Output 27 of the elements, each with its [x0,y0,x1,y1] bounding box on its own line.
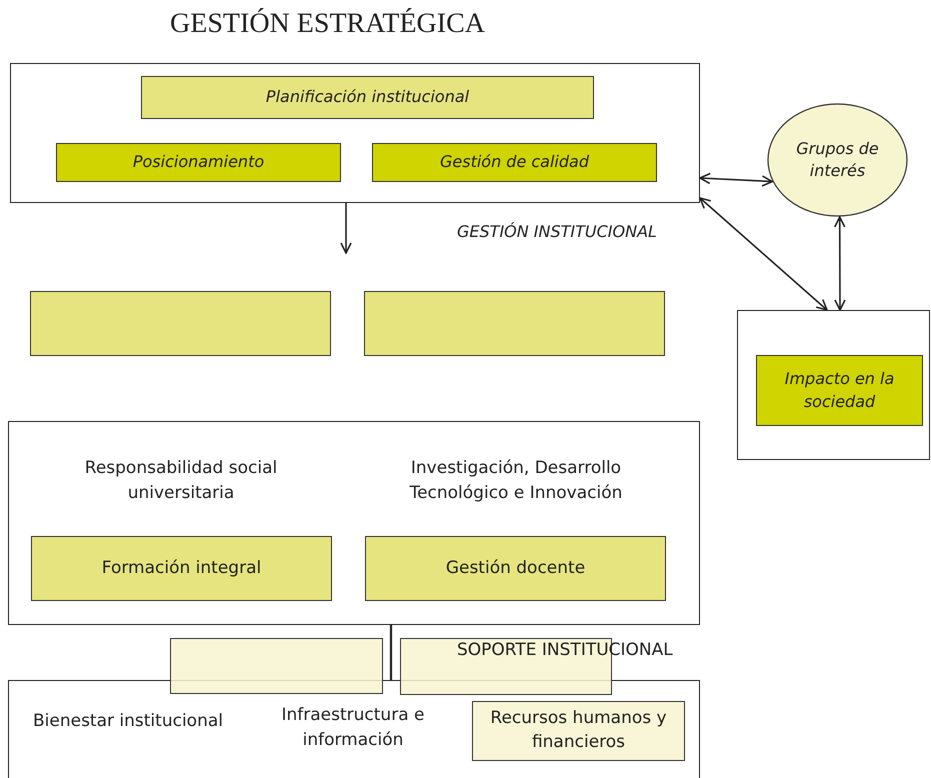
text-label: Infraestructura e información [280,704,426,752]
process-box: Posicionamiento [56,143,341,182]
process-box [364,291,665,356]
group-panel [8,680,700,778]
arrow [699,172,774,187]
text-label: Investigación, Desarrollo Tecnológico e Innovación [408,457,624,505]
process-box: Planificación institucional [141,76,594,119]
section-label: GESTIÓN INSTITUCIONAL [457,222,657,241]
diagram-title: GESTIÓN ESTRATÉGICA [170,8,485,40]
group-panel [8,421,700,625]
node-label: Grupos de interés [795,138,880,182]
stakeholder-oval [767,103,908,217]
process-box [30,291,331,356]
text-label: Bienestar institucional [32,710,224,733]
process-box: Gestión docente [365,536,666,601]
arrow [699,197,828,311]
process-box: Impacto en la sociedad [756,355,923,426]
group-panel [10,63,700,203]
process-box: Gestión de calidad [372,143,657,182]
overlay-panel: Recursos humanos y financieros [472,701,685,761]
overlay-panel [170,638,383,694]
arrow [340,203,352,254]
connector-line [390,625,392,680]
arrow [834,216,846,311]
group-panel [737,310,930,460]
text-label: Responsabilidad social universitaria [84,457,278,505]
process-box: Formación integral [31,536,332,601]
